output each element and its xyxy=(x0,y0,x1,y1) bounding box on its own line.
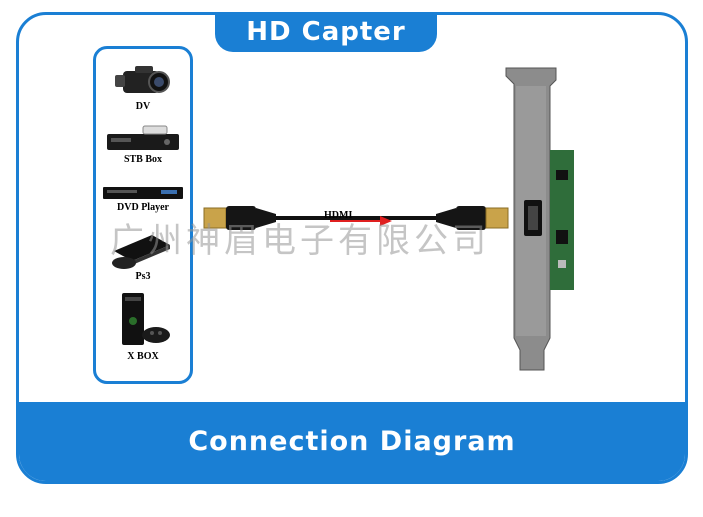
device-dvd-player: DVD Player xyxy=(96,184,190,213)
device-xbox: X BOX xyxy=(96,291,190,362)
ps3-console-icon xyxy=(112,235,170,269)
device-label: DV xyxy=(135,101,151,112)
footer-bar: Connection Diagram xyxy=(19,402,685,481)
device-dv: DV xyxy=(96,63,190,112)
watermark-text: 广州神眉电子有限公司 xyxy=(110,221,490,261)
dvd-player-icon xyxy=(103,187,183,199)
header-tab: HD Capter xyxy=(215,12,437,52)
device-stb-box: STB Box xyxy=(96,124,190,165)
camcorder-icon xyxy=(115,66,170,93)
device-panel: DV STB Box DVD Player Ps3 xyxy=(93,46,193,384)
device-ps3: Ps3 xyxy=(96,227,190,282)
hdmi-label: HDMI xyxy=(324,210,353,221)
device-label: DVD Player xyxy=(117,202,169,213)
xbox-console-icon xyxy=(122,293,170,345)
footer-title: Connection Diagram xyxy=(188,426,516,457)
header-title: HD Capter xyxy=(246,17,406,47)
device-label: STB Box xyxy=(123,154,163,165)
set-top-box-icon xyxy=(107,125,179,150)
device-label: X BOX xyxy=(127,351,159,362)
device-label: Ps3 xyxy=(135,271,151,282)
